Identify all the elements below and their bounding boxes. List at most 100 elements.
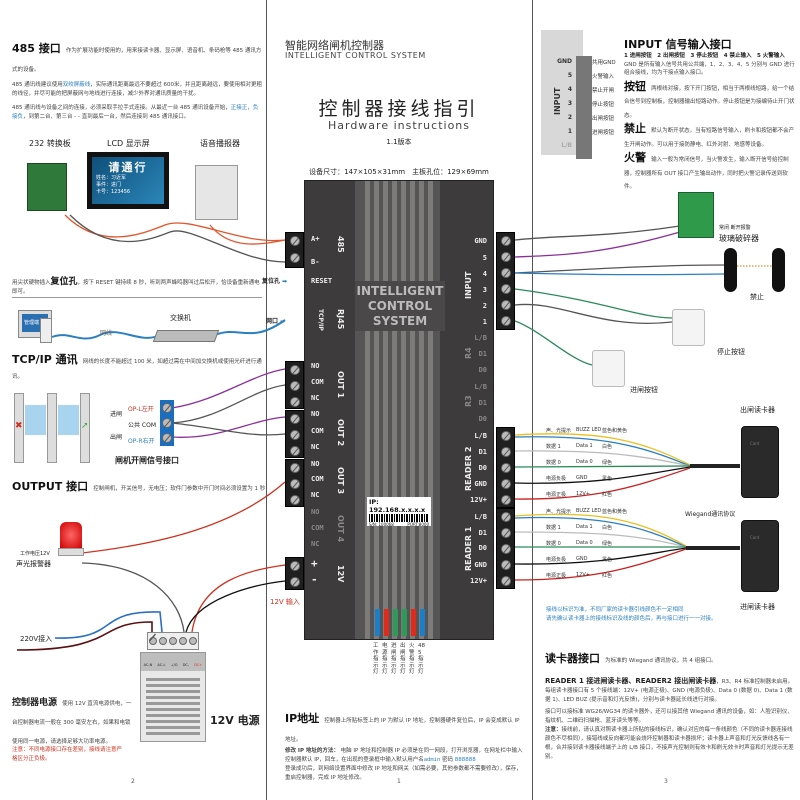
terminal-out1[interactable] (285, 361, 304, 409)
lcd-screen-image: 请通行 姓名：习近军 事件：进门 卡号：123456 (87, 152, 169, 209)
input-pin-label: GND (557, 58, 572, 65)
wire-485-a (64, 214, 286, 242)
pc-tower-image (40, 318, 52, 343)
terminal-485[interactable] (285, 232, 304, 268)
left-pin-label: COM (311, 524, 324, 532)
terminal-out3[interactable] (285, 459, 304, 507)
power-in-label: 12V 输入 (270, 598, 300, 606)
pin-b-minus-label: B- (311, 258, 320, 266)
group-tcpip: TCP/IP (317, 309, 324, 331)
terminal-reader1[interactable] (496, 508, 515, 589)
input-pin-label: 2 (567, 114, 572, 121)
reader-wire-label: 声、光提示 (546, 509, 572, 515)
input-pin-label: L/B (561, 142, 572, 149)
terminal-out2[interactable] (285, 410, 304, 458)
right-pin-label: 3 (482, 286, 487, 294)
reader-wire-label: Data 0 (576, 540, 593, 546)
led-label: 工作指示灯 (373, 643, 379, 675)
reader-wire-label: Data 1 (576, 524, 593, 530)
network-cable-2 (214, 319, 286, 336)
group-reader1: READER 1 (464, 526, 473, 571)
turnstile-image: ✖ ➚ (14, 393, 94, 463)
entry-reader-label: 进闸读卡器 (740, 603, 775, 611)
label-lcd: LCD 显示屏 (107, 139, 150, 148)
glass-break-image (678, 192, 714, 238)
reader-wire-label: 12V+ (576, 491, 590, 497)
reset-note: 用尖状硬物插入复位孔，按下 RESET 键持续 8 秒，听到两声蜂鸣器叫过后松开… (12, 278, 262, 298)
input-section: INPUT 信号输入接口 1 进闸按钮 2 出闸按钮 3 停止按钮 4 禁止输入… (624, 38, 795, 190)
right-pin-label: GND (474, 480, 487, 488)
output-section: OUTPUT 接口 控制闸机，开关信号，无电压；软件门参数中开门时间必须设置为 … (12, 480, 266, 493)
input-function-label: 出闸按钮 (592, 116, 615, 122)
psu-terminal-dcneg: DC- (182, 663, 190, 667)
psu-terminal-acl: AC-L (157, 663, 166, 667)
terminal-12v[interactable] (285, 557, 304, 590)
deny-icon: ✖ (15, 421, 23, 431)
left-pin-label: NO (311, 410, 320, 418)
page-number-1: 1 (397, 778, 401, 785)
psu-terminal-dcpos: DC+ (194, 663, 203, 667)
right-pin-label: 4 (482, 270, 487, 278)
gate-in-label: 进闸 (110, 411, 123, 418)
ip-section: IP地址 控制器上所贴标签上的 IP 为默认 IP 地址，控制器硬件复位后，IP… (285, 712, 523, 781)
arrow-right-icon: ➡ (282, 278, 288, 285)
wire-fire (514, 231, 681, 258)
psu-terminal-block[interactable] (147, 632, 199, 650)
ir-sensor-right (772, 248, 785, 292)
rs485-section: 485 接口 作为扩展功能时使用的，用来接读卡器、显示屏、语音机、条码枪等 48… (12, 37, 262, 122)
terminal-input[interactable] (496, 232, 515, 330)
input-function-label: 进闸按钮 (592, 130, 615, 136)
reader-wire-label: 蓝色和黄色 (602, 428, 628, 434)
network-cable (51, 331, 161, 340)
led-label: 进闸指示灯 (391, 643, 397, 675)
group-out1: OUT 1 (336, 371, 345, 399)
left-pin-label: NC (311, 491, 320, 499)
entry-reader-image: Card (741, 520, 779, 592)
right-pin-label: GND (474, 561, 487, 569)
psu-label: 12V 电源 (210, 714, 260, 727)
group-rj45: RJ45 (336, 309, 345, 330)
label-voice: 语音播报器 (200, 139, 240, 148)
dimensions: 设备尺寸：147×105×31mm 主板孔位：129×69mm (309, 168, 489, 176)
reader2-wires (514, 433, 740, 500)
left-pin-label: COM (311, 378, 324, 386)
lcd-line-2: 事件：进门 (96, 182, 122, 188)
reader-wire-label: 白色 (602, 525, 613, 531)
terminal-reader2[interactable] (496, 427, 515, 508)
ac-input-label: 220V接入 (20, 635, 53, 643)
glass-note: 常闭 断开报警 (719, 225, 751, 231)
reader-wire-label: 数据 1 (546, 525, 561, 531)
reader-wire-label: 红色 (602, 573, 613, 579)
right-pin-label: L/B (474, 334, 487, 342)
right-pin-label: 5 (482, 254, 487, 262)
ir-sensor-left (724, 248, 737, 292)
reader-wire-label: 蓝色和黄色 (602, 509, 628, 515)
wire-forbid-gnd (514, 264, 726, 274)
alarm-light-image (60, 522, 82, 548)
left-pin-label: NC (311, 443, 320, 451)
right-pin-label: L/B (474, 513, 487, 521)
alarm-base (58, 548, 84, 556)
arrow-right-icon: ➡ (280, 318, 286, 325)
rs485-p2: 485 通讯线与设备之间的连接，必须采取手拉手式连接。从最近一台 485 通讯设… (12, 105, 259, 120)
input-pin-label: 3 (567, 100, 572, 107)
wire-op-l (171, 368, 286, 409)
gate-terminal-block[interactable] (160, 400, 174, 446)
psu-terminal-g: ⊥/G (170, 663, 178, 667)
left-pin-label: - (311, 573, 318, 586)
pin-a-plus-label: A+ (311, 235, 320, 243)
wire-note: 接线以标识为准，不同厂家的读卡器引线颜色不一定相同请先确认读卡器上的接线标识及线… (546, 607, 717, 622)
right-pin-label: D1 (478, 350, 487, 358)
wire-op-r (171, 416, 286, 438)
indicator-led (375, 609, 380, 636)
right-pin-label: 1 (482, 318, 487, 326)
in-button-label: 进闸按钮 (630, 386, 658, 394)
ip-label: IP: 192.168.x.x.x.x (369, 498, 426, 514)
converter-board-image (27, 163, 67, 211)
right-pin-label: D1 (478, 399, 487, 407)
reader-wire-label: 12V+ (576, 572, 590, 578)
right-pin-label: 2 (482, 302, 487, 310)
reader-wire-label: 黑色 (602, 557, 613, 563)
